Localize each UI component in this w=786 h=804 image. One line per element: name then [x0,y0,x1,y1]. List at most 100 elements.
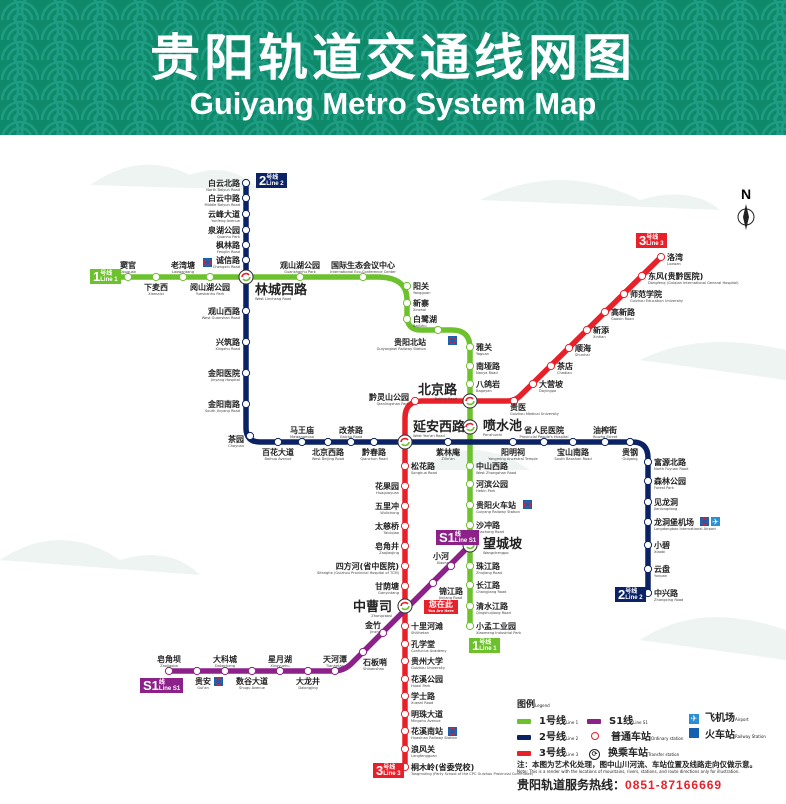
station-shachong-road[interactable] [465,520,475,530]
station-huaguoyuan[interactable] [400,481,410,491]
station-south-jinyang-road[interactable] [241,399,251,409]
transfer-station-penshuichi[interactable] [462,419,478,435]
station-jinyang-hospital[interactable] [241,368,251,378]
station-quanhu-park[interactable] [241,225,251,235]
station-chayuan[interactable] [245,431,255,441]
station-xinzhai[interactable] [402,298,412,308]
station-yunpan[interactable] [643,564,653,574]
station-nanya-road[interactable] [465,361,475,371]
station-mawangmiao[interactable] [297,437,307,447]
station-yueshanhu-park[interactable] [205,272,215,282]
station-ganyintang[interactable] [400,581,410,591]
station-north-fuyuan-road[interactable] [643,457,653,467]
station-dakecheng[interactable] [220,666,230,676]
station-zilin-an[interactable] [443,437,453,447]
hotline-number[interactable]: 0851-87166669 [625,778,723,792]
station-xingzhu-road[interactable] [241,337,251,347]
transfer-station-west-yan-an-road[interactable] [397,434,413,450]
station-taiciqiao[interactable] [400,521,410,531]
station-dalongjing[interactable] [303,666,313,676]
station-shibanshao[interactable] [358,647,368,657]
station-bageyan[interactable] [465,379,475,389]
station-jinjiang-road[interactable] [428,578,438,588]
station-west-beijing-road[interactable] [323,437,333,447]
station-sifanghe-guizhou-provincial-hospital-of-tcm-[interactable] [400,561,410,571]
station-jianlongdong[interactable] [643,497,653,507]
station-guizhou-medical-university[interactable] [509,396,519,406]
station-bailuhu[interactable] [402,314,412,324]
legend-railway-station: 火车站Railway Station [689,726,766,741]
station-xintian[interactable] [582,325,592,335]
station-shilihetan[interactable] [400,621,410,631]
station-dayingpo[interactable] [528,379,538,389]
station-youzha-street[interactable] [600,437,610,447]
station-confucius-academy[interactable] [400,639,410,649]
train-icon [214,677,223,686]
station-yunfeng-avenue[interactable] [241,209,251,219]
station-name-en: Fenglin Road [217,250,240,254]
station-guizhou-education-university[interactable] [619,289,629,299]
station-songhua-road[interactable] [400,461,410,471]
station-gui-an[interactable] [192,666,202,676]
transfer-icon [400,437,409,443]
station-shugu-avenue[interactable] [247,666,257,676]
transfer-station-west-lincheng-road[interactable] [238,269,254,285]
station-guizhou-university[interactable] [400,656,410,666]
station-zhujiang-road[interactable] [465,561,475,571]
station-hebin-park[interactable] [465,479,475,489]
station-luowan[interactable] [656,252,666,262]
station-huaxinan-railway-station[interactable] [400,726,410,736]
station-xiaomeng-industrial-park[interactable] [465,621,475,631]
station-laowantang[interactable] [178,272,188,282]
station-west-zhongshan-road[interactable] [465,461,475,471]
station-west-guanshan-road[interactable] [241,306,251,316]
station-zaojiaojing[interactable] [400,541,410,551]
station-wulichong[interactable] [400,501,410,511]
transfer-station-beijing-road[interactable] [462,393,478,409]
station-gaicha-road[interactable] [346,437,356,447]
station-middle-baiyun-road[interactable] [241,193,251,203]
station-xiaohe[interactable] [446,561,456,571]
station-tianhetan[interactable] [330,666,340,676]
station-qingshuijiang-road[interactable] [465,601,475,611]
station-guiyangbei-railway-station[interactable] [433,325,443,335]
station-guiyang-railway-station[interactable] [465,500,475,510]
station-changjiang-road[interactable] [465,580,475,590]
station-guigang[interactable] [625,437,635,447]
station-provincial-people-s-hospital[interactable] [539,437,549,447]
station-shunhai[interactable] [564,343,574,353]
station-qianlingshan-park[interactable] [410,396,420,406]
station-zaojiaoba[interactable] [164,666,174,676]
station-mingzhu-avenue[interactable] [400,709,410,719]
station-gaoxin-road[interactable] [600,307,610,317]
station-douguan[interactable] [123,272,133,282]
station-fenglin-road[interactable] [241,240,251,250]
station-xingyuehu[interactable] [275,666,285,676]
station-yangming-ancestral-temple[interactable] [508,437,518,447]
station-chadian[interactable] [546,361,556,371]
station-chengxin-road[interactable] [241,255,251,265]
station-xiamaixi[interactable] [151,272,161,282]
station-north-baiyun-road[interactable] [241,178,251,188]
station-langfengguan[interactable] [400,744,410,754]
station-south-baoshan-road[interactable] [568,437,578,447]
station-xiaobi[interactable] [643,540,653,550]
station-longdongbao-international-airport[interactable] [643,517,653,527]
station-xueshi-road[interactable] [400,691,410,701]
station-name: 贵阳火车站 [476,500,516,510]
station-name-en: Yangming Ancestral Temple [488,457,538,461]
station-guanshanhu-park[interactable] [295,272,305,282]
station-international-eco-conference-center[interactable] [358,272,368,282]
station-yaguan[interactable] [465,342,475,352]
station-jinzhu[interactable] [378,628,388,638]
station-forest-park[interactable] [643,476,653,486]
station-qianchun-road[interactable] [369,437,379,447]
station-dongfeng-guiqian-international-general-hospital-[interactable] [637,271,647,281]
station-baihua-avenue[interactable] [273,437,283,447]
transfer-station-zhongcaosi[interactable] [397,598,413,614]
station-yangguan[interactable] [402,281,412,291]
station-huaxi-park[interactable] [400,674,410,684]
